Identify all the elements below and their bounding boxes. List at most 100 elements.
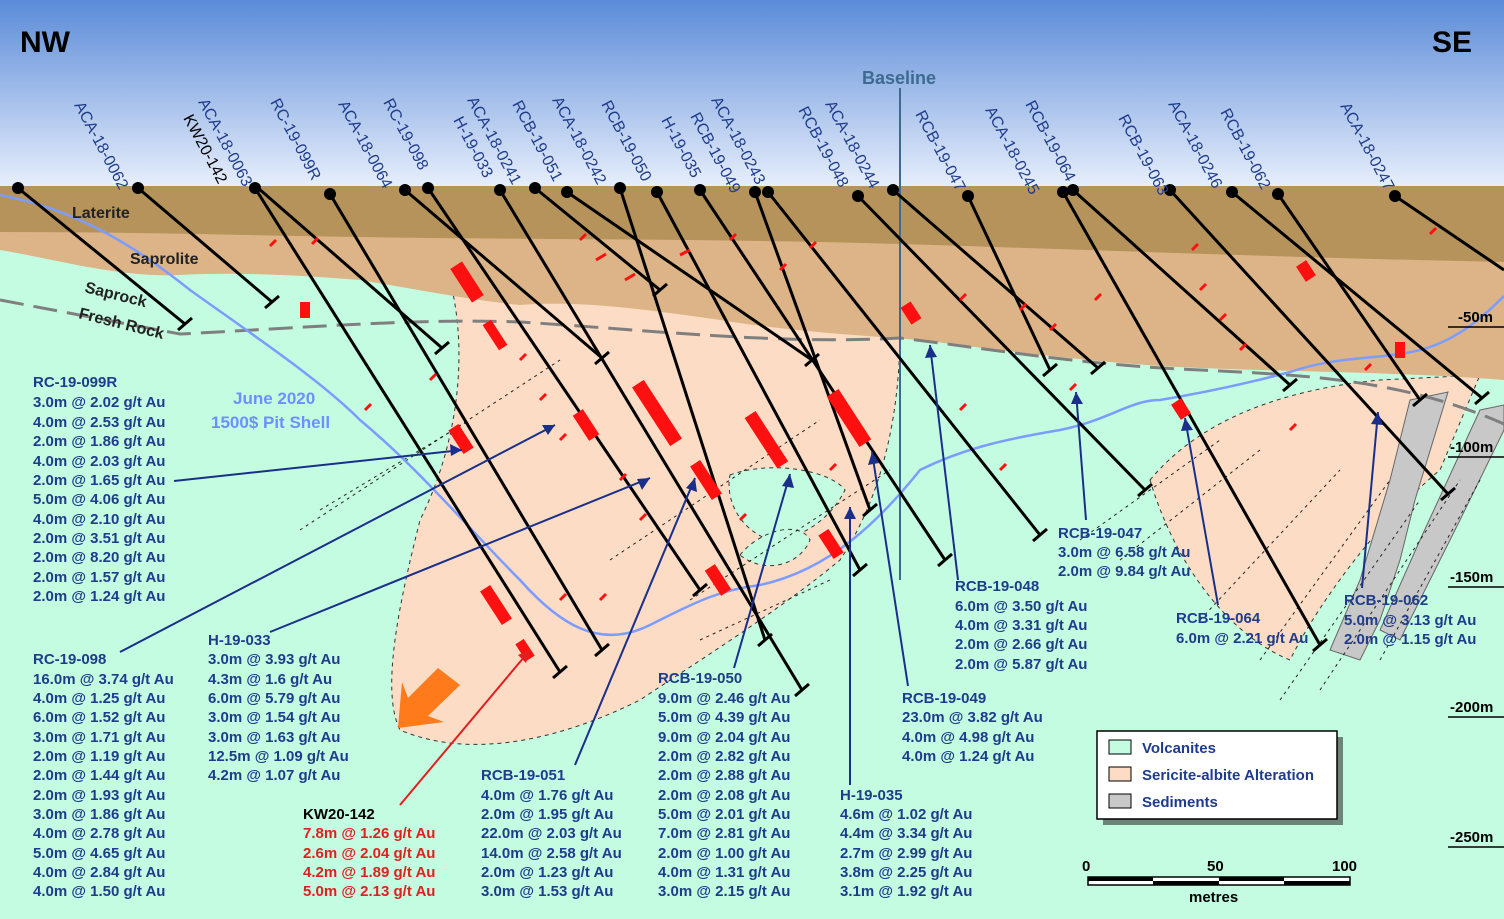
sediments-zone-2: [1379, 404, 1504, 641]
callout-line: 4.0m @ 2.10 g/t Au: [33, 511, 165, 528]
callout-line: 5.0m @ 4.06 g/t Au: [33, 491, 165, 508]
callout-line: 3.0m @ 2.02 g/t Au: [33, 394, 165, 411]
callout-rc098: RC-19-098 16.0m @ 3.74 g/t Au 4.0m @ 1.2…: [33, 651, 174, 900]
compass-nw: NW: [20, 26, 71, 59]
saprolite-label: Saprolite: [130, 251, 199, 268]
saprock-contact: [0, 298, 1504, 426]
callout-line: 2.0m @ 1.95 g/t Au: [481, 806, 613, 823]
pit-shell-line: [0, 193, 1504, 636]
callout-line: 5.0m @ 2.13 g/t Au: [303, 883, 435, 900]
intercept-block: [744, 411, 789, 469]
callout-line: 2.0m @ 1.23 g/t Au: [481, 864, 613, 881]
callout-line: 4.2m @ 1.07 g/t Au: [208, 767, 340, 784]
callout-line: 2.0m @ 3.51 g/t Au: [33, 530, 165, 547]
mineral-intercepts: [300, 260, 1405, 662]
callout-line: 4.3m @ 1.6 g/t Au: [208, 671, 332, 688]
drill-hole-lines: [17, 186, 1504, 691]
callout-line: 4.0m @ 2.84 g/t Au: [33, 864, 165, 881]
callout-line: 16.0m @ 3.74 g/t Au: [33, 671, 174, 688]
callout-line: 4.0m @ 1.31 g/t Au: [658, 864, 790, 881]
callout-line: 2.0m @ 1.15 g/t Au: [1344, 631, 1476, 648]
callout-rcb048: RCB-19-048 6.0m @ 3.50 g/t Au 4.0m @ 3.3…: [955, 578, 1087, 673]
intercept-block: [1395, 342, 1405, 358]
callout-title: H-19-035: [840, 787, 903, 804]
scale-tick: 100: [1332, 858, 1357, 875]
callout-title: RCB-19-050: [658, 670, 742, 687]
intercept-block: [900, 301, 922, 325]
legend-swatch-sediments: [1108, 793, 1132, 809]
pit-shell-label-1: June 2020: [233, 389, 315, 408]
callout-line: 2.0m @ 1.57 g/t Au: [33, 569, 165, 586]
callout-line: 2.0m @ 1.86 g/t Au: [33, 433, 165, 450]
callout-line: 4.0m @ 2.03 g/t Au: [33, 453, 165, 470]
callout-line: 23.0m @ 3.82 g/t Au: [902, 709, 1043, 726]
intercept-block: [1171, 398, 1191, 420]
kw-arrowhead: [518, 650, 530, 663]
callout-line: 2.0m @ 1.00 g/t Au: [658, 845, 790, 862]
callout-line: 3.1m @ 1.92 g/t Au: [840, 883, 972, 900]
legend-swatch-alteration: [1108, 766, 1132, 782]
callout-line: 2.0m @ 2.66 g/t Au: [955, 636, 1087, 653]
callout-line: 3.0m @ 6.58 g/t Au: [1058, 544, 1190, 561]
callout-line: 2.0m @ 1.44 g/t Au: [33, 767, 165, 784]
intercept-block: [300, 302, 310, 318]
callout-line: 2.0m @ 5.87 g/t Au: [955, 656, 1087, 673]
callout-line: 2.0m @ 9.84 g/t Au: [1058, 563, 1190, 580]
sediments-zone-1: [1329, 391, 1449, 661]
callout-line: 2.6m @ 2.04 g/t Au: [303, 845, 435, 862]
callout-line: 6.0m @ 2.21 g/t Au: [1176, 630, 1308, 647]
callout-title: RCB-19-051: [481, 767, 565, 784]
callout-line: 4.0m @ 2.53 g/t Au: [33, 414, 165, 431]
callout-line: 3.0m @ 1.63 g/t Au: [208, 729, 340, 746]
callout-title: RC-19-098: [33, 651, 106, 668]
callout-arrows: [119, 344, 1379, 785]
callout-title: RC-19-099R: [33, 374, 117, 391]
callout-line: 7.0m @ 2.81 g/t Au: [658, 825, 790, 842]
callout-rcb050: RCB-19-050 9.0m @ 2.46 g/t Au 5.0m @ 4.3…: [658, 670, 790, 900]
callout-line: 4.0m @ 1.24 g/t Au: [902, 748, 1034, 765]
callout-line: 2.7m @ 2.99 g/t Au: [840, 845, 972, 862]
callout-line: 9.0m @ 2.46 g/t Au: [658, 690, 790, 707]
callout-line: 3.8m @ 2.25 g/t Au: [840, 864, 972, 881]
pit-shell-label-2: 1500$ Pit Shell: [211, 413, 330, 432]
callout-line: 5.0m @ 3.13 g/t Au: [1344, 612, 1476, 629]
depth-label: -150m: [1450, 569, 1493, 586]
callout-title: H-19-033: [208, 632, 271, 649]
callout-line: 14.0m @ 2.58 g/t Au: [481, 845, 622, 862]
callout-line: 2.0m @ 8.20 g/t Au: [33, 549, 165, 566]
callout-line: 9.0m @ 2.04 g/t Au: [658, 729, 790, 746]
compass-se: SE: [1432, 26, 1472, 59]
callout-rcb047: RCB-19-047 3.0m @ 6.58 g/t Au 2.0m @ 9.8…: [1058, 525, 1190, 580]
callout-line: 4.0m @ 1.50 g/t Au: [33, 883, 165, 900]
callout-arrowheads: [450, 345, 1383, 519]
kw-arrow-line: [399, 649, 531, 806]
callout-line: 3.0m @ 1.53 g/t Au: [481, 883, 613, 900]
baseline-label: Baseline: [862, 68, 936, 88]
callout-line: 5.0m @ 4.39 g/t Au: [658, 709, 790, 726]
legend-label: Sediments: [1142, 794, 1218, 811]
callout-line: 2.0m @ 2.82 g/t Au: [658, 748, 790, 765]
callout-line: 2.0m @ 1.65 g/t Au: [33, 472, 165, 489]
mineral-ticks: [268, 226, 1438, 602]
orange-arrow-icon: [398, 668, 460, 728]
callout-line: 3.0m @ 1.86 g/t Au: [33, 806, 165, 823]
callout-line: 2.0m @ 2.08 g/t Au: [658, 787, 790, 804]
callout-line: 4.0m @ 4.98 g/t Au: [902, 729, 1034, 746]
intercept-block: [818, 528, 844, 560]
depth-label: -250m: [1450, 829, 1493, 846]
callout-rc099r: RC-19-099R 3.0m @ 2.02 g/t Au 4.0m @ 2.5…: [33, 374, 165, 605]
callout-line: 4.0m @ 2.78 g/t Au: [33, 825, 165, 842]
callout-line: 12.5m @ 1.09 g/t Au: [208, 748, 349, 765]
callout-line: 3.0m @ 3.93 g/t Au: [208, 651, 340, 668]
legend-label: Volcanites: [1142, 740, 1216, 757]
drill-collars: [12, 182, 1401, 202]
intercept-block: [480, 584, 512, 626]
callout-line: 3.0m @ 2.15 g/t Au: [658, 883, 790, 900]
intercept-block: [826, 389, 872, 447]
callout-line: 5.0m @ 4.65 g/t Au: [33, 845, 165, 862]
callout-rcb062: RCB-19-062 5.0m @ 3.13 g/t Au 2.0m @ 1.1…: [1344, 592, 1476, 648]
legend-label: Sericite-albite Alteration: [1142, 767, 1314, 784]
laterite-label: Laterite: [72, 205, 130, 222]
intercept-block: [450, 261, 484, 303]
